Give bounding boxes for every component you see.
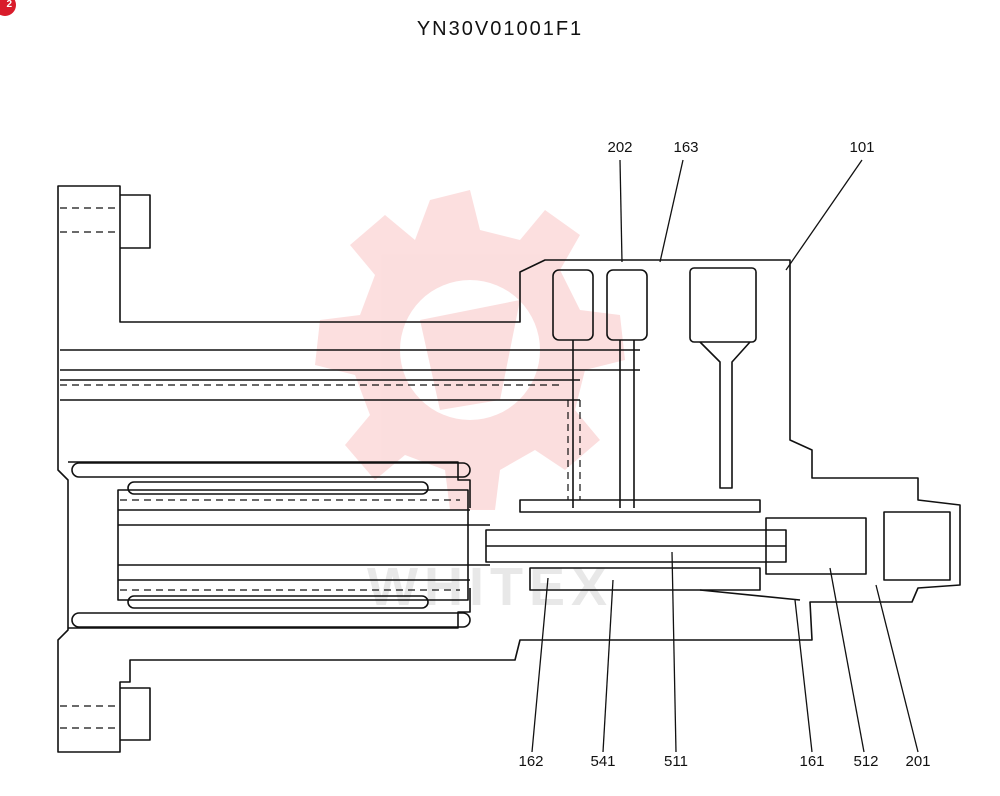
callout-163: 163 [673, 139, 698, 156]
callout-511: 511 [664, 753, 688, 770]
watermark-text: WHITEX [367, 557, 613, 617]
callout-101: 101 [849, 139, 874, 156]
callout-161: 161 [799, 753, 824, 770]
callout-202: 202 [607, 139, 632, 156]
corner-badge: 2 [0, 0, 16, 16]
drawing-number: YN30V01001F1 [416, 18, 584, 40]
callout-162: 162 [518, 753, 543, 770]
bolt-bottom [120, 687, 151, 741]
housing-outline [57, 185, 961, 753]
callout-512: 512 [853, 753, 878, 770]
bolt-top [120, 194, 151, 249]
callout-201: 201 [905, 753, 930, 770]
callout-541: 541 [590, 753, 615, 770]
